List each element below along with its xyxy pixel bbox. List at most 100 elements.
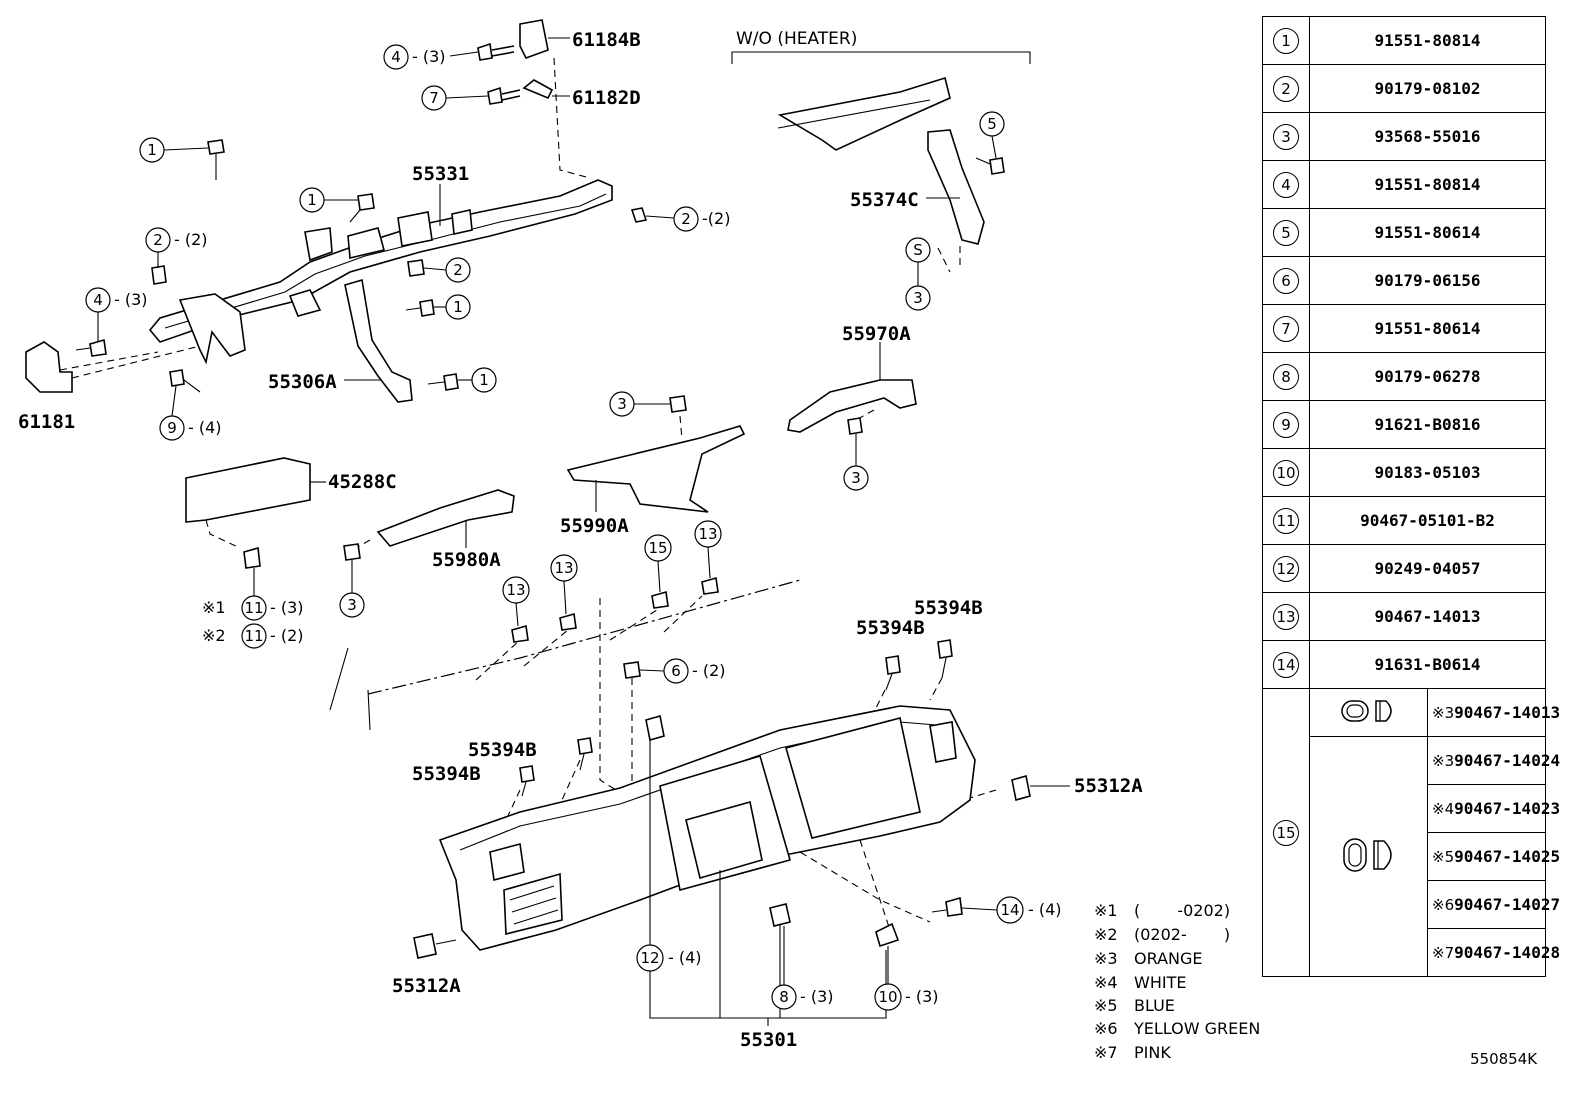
- label-55394b-a: 55394B: [914, 597, 983, 619]
- instrument-panel-reinforcement: [148, 179, 613, 403]
- svg-text:7: 7: [429, 89, 439, 107]
- callout-1-c: 1: [434, 294, 471, 320]
- svg-text:- (2): - (2): [174, 230, 208, 249]
- label-45288c: 45288C: [328, 471, 397, 493]
- notes-legend: ※1 ( -0202) ※2 (0202- ) ※3 ORANGE ※4 WHI…: [1094, 901, 1260, 1062]
- svg-text:- (3): - (3): [800, 987, 834, 1006]
- plate-45288c: [185, 457, 311, 523]
- table-row: 14 91631-B0614: [1262, 640, 1546, 689]
- variant-part-number: 90467-14025: [1454, 847, 1561, 866]
- table-row: 6 90179-06156: [1262, 256, 1546, 305]
- table-row: 3 93568-55016: [1262, 112, 1546, 161]
- ref-number: 11: [1273, 507, 1299, 534]
- drawing-code: 550854K: [1470, 1050, 1538, 1068]
- note-mark: ※4: [1094, 973, 1118, 992]
- table-row: ※390467-14024: [1263, 736, 1560, 977]
- table-row: ※690467-14027: [1263, 880, 1560, 929]
- variant-mark: ※7: [1432, 944, 1455, 962]
- ref-number: 5: [1273, 219, 1299, 246]
- callout-14: 14 - (4): [961, 896, 1062, 924]
- svg-text:4: 4: [391, 48, 401, 66]
- ref-number: 9: [1273, 411, 1299, 438]
- table-row: 12 90249-04057: [1262, 544, 1546, 593]
- svg-text:1: 1: [453, 298, 463, 316]
- label-61181: 61181: [18, 411, 75, 433]
- svg-text:6: 6: [671, 662, 681, 680]
- svg-text:S: S: [913, 241, 923, 259]
- variant-mark: ※5: [1432, 848, 1455, 866]
- callout-3-duct: 3: [609, 391, 670, 417]
- label-55312a-right: 55312A: [1074, 775, 1143, 797]
- table-row: 1 91551-80814: [1262, 16, 1546, 65]
- callout-7-top: 7: [421, 85, 489, 111]
- svg-text:1: 1: [307, 191, 317, 209]
- duct-55980a: [376, 489, 515, 547]
- note-text: YELLOW GREEN: [1133, 1019, 1260, 1038]
- ref-number: 8: [1273, 363, 1299, 390]
- note-mark: ※6: [1094, 1019, 1118, 1038]
- svg-text:5: 5: [987, 115, 997, 133]
- svg-text:- (3): - (3): [905, 987, 939, 1006]
- ref-number: 10: [1273, 459, 1299, 486]
- callout-13-b: 13: [550, 554, 578, 615]
- table-row: 8 90179-06278: [1262, 352, 1546, 401]
- svg-text:1: 1: [147, 141, 157, 159]
- part-number: 90467-14013: [1309, 592, 1546, 641]
- svg-text:8: 8: [779, 988, 789, 1006]
- ref-number: 6: [1273, 267, 1299, 294]
- svg-text:13: 13: [554, 559, 573, 577]
- callouts: 4 - (3) 7 1 1 2 - (2) 2 -(2) 2 4 - (: [85, 44, 1062, 1011]
- table-row: 2 90179-08102: [1262, 64, 1546, 113]
- svg-text:10: 10: [878, 988, 897, 1006]
- part-number: 90179-06278: [1309, 352, 1546, 401]
- variant-cell: ※790467-14028: [1427, 928, 1560, 977]
- callout-13-a: 13: [502, 576, 530, 627]
- ref-number: 7: [1273, 315, 1299, 342]
- svg-text:9: 9: [167, 419, 177, 437]
- label-55394b-c: 55394B: [468, 739, 537, 761]
- variant-cell: ※390467-14024: [1427, 736, 1560, 785]
- callout-3-s: 3: [905, 285, 931, 311]
- callout-12: 12 - (4): [636, 944, 702, 972]
- svg-text:- (3): - (3): [412, 47, 446, 66]
- svg-text:- (4): - (4): [668, 948, 702, 967]
- label-55374c: 55374C: [850, 189, 919, 211]
- note-text: WHITE: [1134, 973, 1186, 992]
- note-mark: ※7: [1094, 1043, 1118, 1062]
- table-row: ※490467-14023: [1263, 784, 1560, 833]
- ref-number: 3: [1273, 123, 1299, 150]
- label-55990a: 55990A: [560, 515, 629, 537]
- variant-part-number: 90467-14023: [1454, 799, 1561, 818]
- callout-2-right: 2 -(2): [645, 206, 730, 232]
- table-row: 7 91551-80614: [1262, 304, 1546, 353]
- heater-section-label: W/O (HEATER): [736, 29, 857, 49]
- svg-text:-(2): -(2): [702, 209, 730, 228]
- label-55394b-d: 55394B: [412, 763, 481, 785]
- svg-text:13: 13: [506, 581, 525, 599]
- note-text: (0202- ): [1134, 925, 1230, 944]
- callout-15: 15: [644, 534, 672, 593]
- svg-text:- (3): - (3): [114, 290, 148, 309]
- svg-text:- (4): - (4): [188, 418, 222, 437]
- variant-part-number: 90467-14028: [1454, 943, 1561, 962]
- part-number: 90179-06156: [1309, 256, 1546, 305]
- brace-55306a: [344, 278, 413, 403]
- clip-small-icon: [1309, 688, 1428, 737]
- duct-55990a: [566, 425, 746, 513]
- variant-cell: ※490467-14023: [1427, 784, 1560, 833]
- part-number: 91621-B0816: [1309, 400, 1546, 449]
- table-row: 10 90183-05103: [1262, 448, 1546, 497]
- variant-mark: ※6: [1432, 896, 1455, 914]
- bracket-61182d: [522, 79, 554, 100]
- part-number: 91551-80814: [1309, 16, 1546, 65]
- svg-text:※1: ※1: [202, 598, 226, 617]
- label-55980a: 55980A: [432, 549, 501, 571]
- label-55301: 55301: [740, 1029, 797, 1051]
- part-number: 93568-55016: [1309, 112, 1546, 161]
- note-mark: ※2: [1094, 925, 1118, 944]
- callout-4-top: 4 - (3): [383, 44, 479, 70]
- table-row: 15 ※390467-14013: [1262, 688, 1560, 977]
- label-55970a: 55970A: [842, 323, 911, 345]
- svg-text:11: 11: [244, 599, 263, 617]
- callout-5: 5: [979, 111, 1005, 159]
